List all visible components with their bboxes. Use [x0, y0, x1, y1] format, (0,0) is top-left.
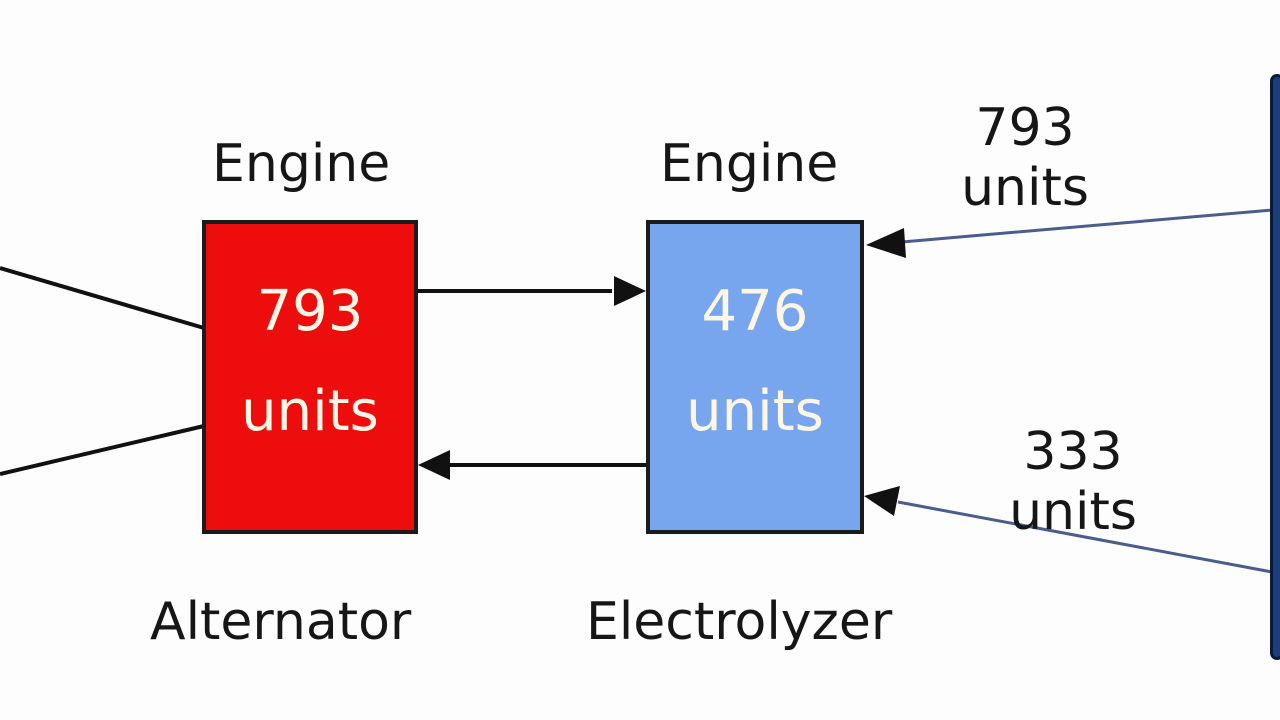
electrolyzer-unit: units: [686, 379, 824, 444]
input-line-upper: [0, 266, 205, 330]
lower-flow-value: 333: [1023, 422, 1123, 482]
source-line-upper: [901, 208, 1273, 244]
alternator-top-label: Engine: [212, 134, 391, 194]
source-panel: [1270, 74, 1280, 660]
forward-arrow-head: [614, 276, 646, 306]
alternator-unit: units: [241, 379, 379, 444]
input-line-lower: [0, 424, 205, 476]
source-arrow-head-lower: [864, 486, 900, 516]
upper-flow-unit: units: [961, 158, 1089, 218]
electrolyzer-top-label: Engine: [660, 134, 839, 194]
lower-flow-label: 333 units: [998, 422, 1148, 542]
alternator-value: 793: [256, 279, 364, 344]
electrolyzer-bottom-label: Electrolyzer: [586, 592, 893, 652]
source-arrow-head-upper: [866, 228, 906, 258]
lower-flow-unit: units: [1009, 482, 1137, 542]
electrolyzer-value: 476: [701, 279, 809, 344]
electrolyzer-box: 476 units: [646, 220, 864, 534]
upper-flow-value: 793: [975, 98, 1075, 158]
return-arrow-head: [418, 450, 450, 480]
source-line-lower: [897, 500, 1273, 574]
alternator-box: 793 units: [202, 220, 418, 534]
upper-flow-label: 793 units: [950, 98, 1100, 218]
alternator-bottom-label: Alternator: [150, 592, 412, 652]
